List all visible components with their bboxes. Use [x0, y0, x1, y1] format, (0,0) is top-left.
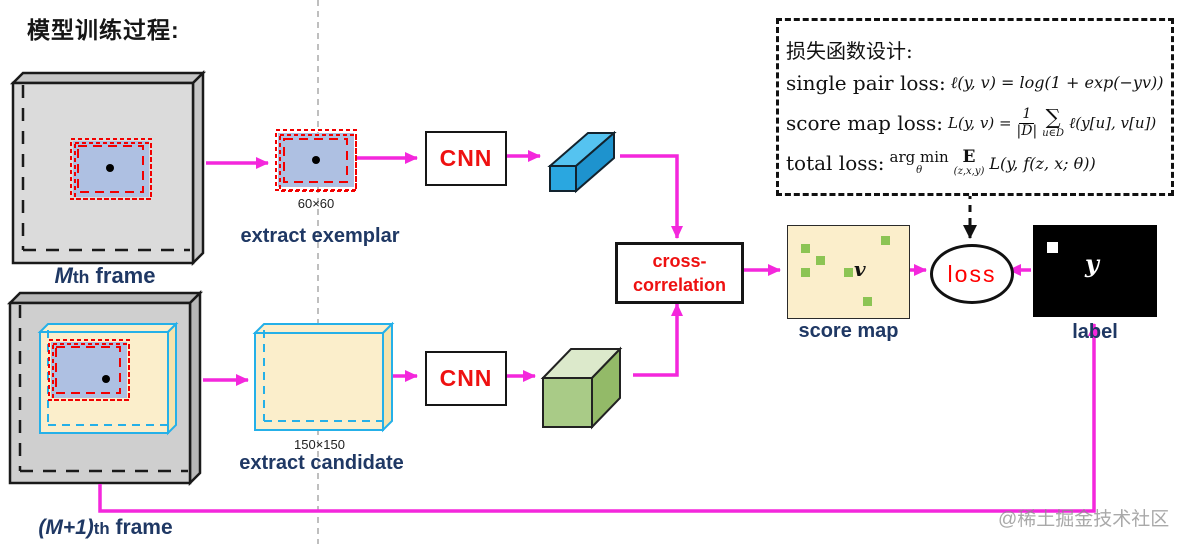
single-pair-loss-formula: ℓ(y, v) = log(1 + exp(−yv)) [950, 73, 1164, 92]
exemplar-label: extract exemplar [240, 225, 400, 247]
frame2-label: (M+1)th frame [38, 516, 173, 539]
label-symbol: y [1085, 249, 1099, 278]
label-map: y [1033, 225, 1157, 317]
watermark: @稀土掘金技术社区 [998, 509, 1170, 530]
single-pair-loss-row: single pair loss: ℓ(y, v) = log(1 + exp(… [786, 71, 1168, 95]
candidate-crop [252, 321, 395, 433]
score-map-symbol: v [854, 257, 866, 281]
cross-correlation-box: cross- correlation [615, 242, 744, 304]
total-loss-row: total loss: arg min θ E (z,x,y) L(y, f(z… [786, 149, 1168, 177]
score-dot [863, 297, 872, 306]
candidate-label: extract candidate [239, 452, 404, 474]
score-dot [801, 268, 810, 277]
frame2-target [48, 339, 130, 401]
frame2-label-index: (M+1) [38, 516, 94, 539]
label-caption: label [1072, 321, 1118, 343]
loss-function-panel: 损失函数设计: single pair loss: ℓ(y, v) = log(… [776, 18, 1174, 196]
label-target-square [1047, 242, 1058, 253]
score-dot [844, 268, 853, 277]
score-dot [801, 244, 810, 253]
score-map-loss-rhs: ℓ(y[u], v[u]) [1069, 113, 1157, 132]
loss-node: loss [930, 244, 1014, 304]
frame1-label-index: M [54, 263, 73, 288]
cross-correlation-line1: cross- [652, 250, 707, 271]
total-loss-expectation: E (z,x,y) [953, 147, 985, 177]
total-loss-argmin: arg min θ [889, 148, 949, 176]
flow-arrows [98, 150, 1100, 513]
page-title: 模型训练过程: [27, 17, 180, 43]
score-map-loss-fraction: 1 |D| [1016, 106, 1038, 139]
candidate-size: 150×150 [294, 437, 345, 452]
score-map-loss-lhs: L(y, v) = [948, 114, 1012, 132]
cross-correlation-line2: correlation [632, 275, 727, 295]
cnn-box-bottom: CNN [425, 351, 507, 406]
total-loss-name: total loss: [786, 151, 885, 175]
frame1-box [9, 69, 207, 267]
score-map-loss-name: score map loss: [786, 111, 944, 135]
loss-panel-heading: 损失函数设计: [786, 39, 913, 63]
score-map-loss-row: score map loss: L(y, v) = 1 |D| ∑ u∈D ℓ(… [786, 105, 1168, 139]
score-map-loss-sum: ∑ u∈D [1042, 105, 1065, 139]
score-map: v [787, 225, 910, 319]
frame1-target [70, 138, 152, 200]
total-loss-rhs: L(y, f(z, x; θ)) [989, 153, 1096, 173]
frame1-label: Mth frame [54, 263, 156, 288]
candidate-feature-cube [540, 346, 623, 430]
score-map-label: score map [798, 320, 899, 342]
exemplar-feature-bar [547, 130, 617, 194]
exemplar-size: 60×60 [297, 196, 335, 211]
score-dot [816, 256, 825, 265]
exemplar-crop [275, 129, 357, 192]
cnn-box-top: CNN [425, 131, 507, 186]
single-pair-loss-name: single pair loss: [786, 71, 946, 95]
score-dot [881, 236, 890, 245]
